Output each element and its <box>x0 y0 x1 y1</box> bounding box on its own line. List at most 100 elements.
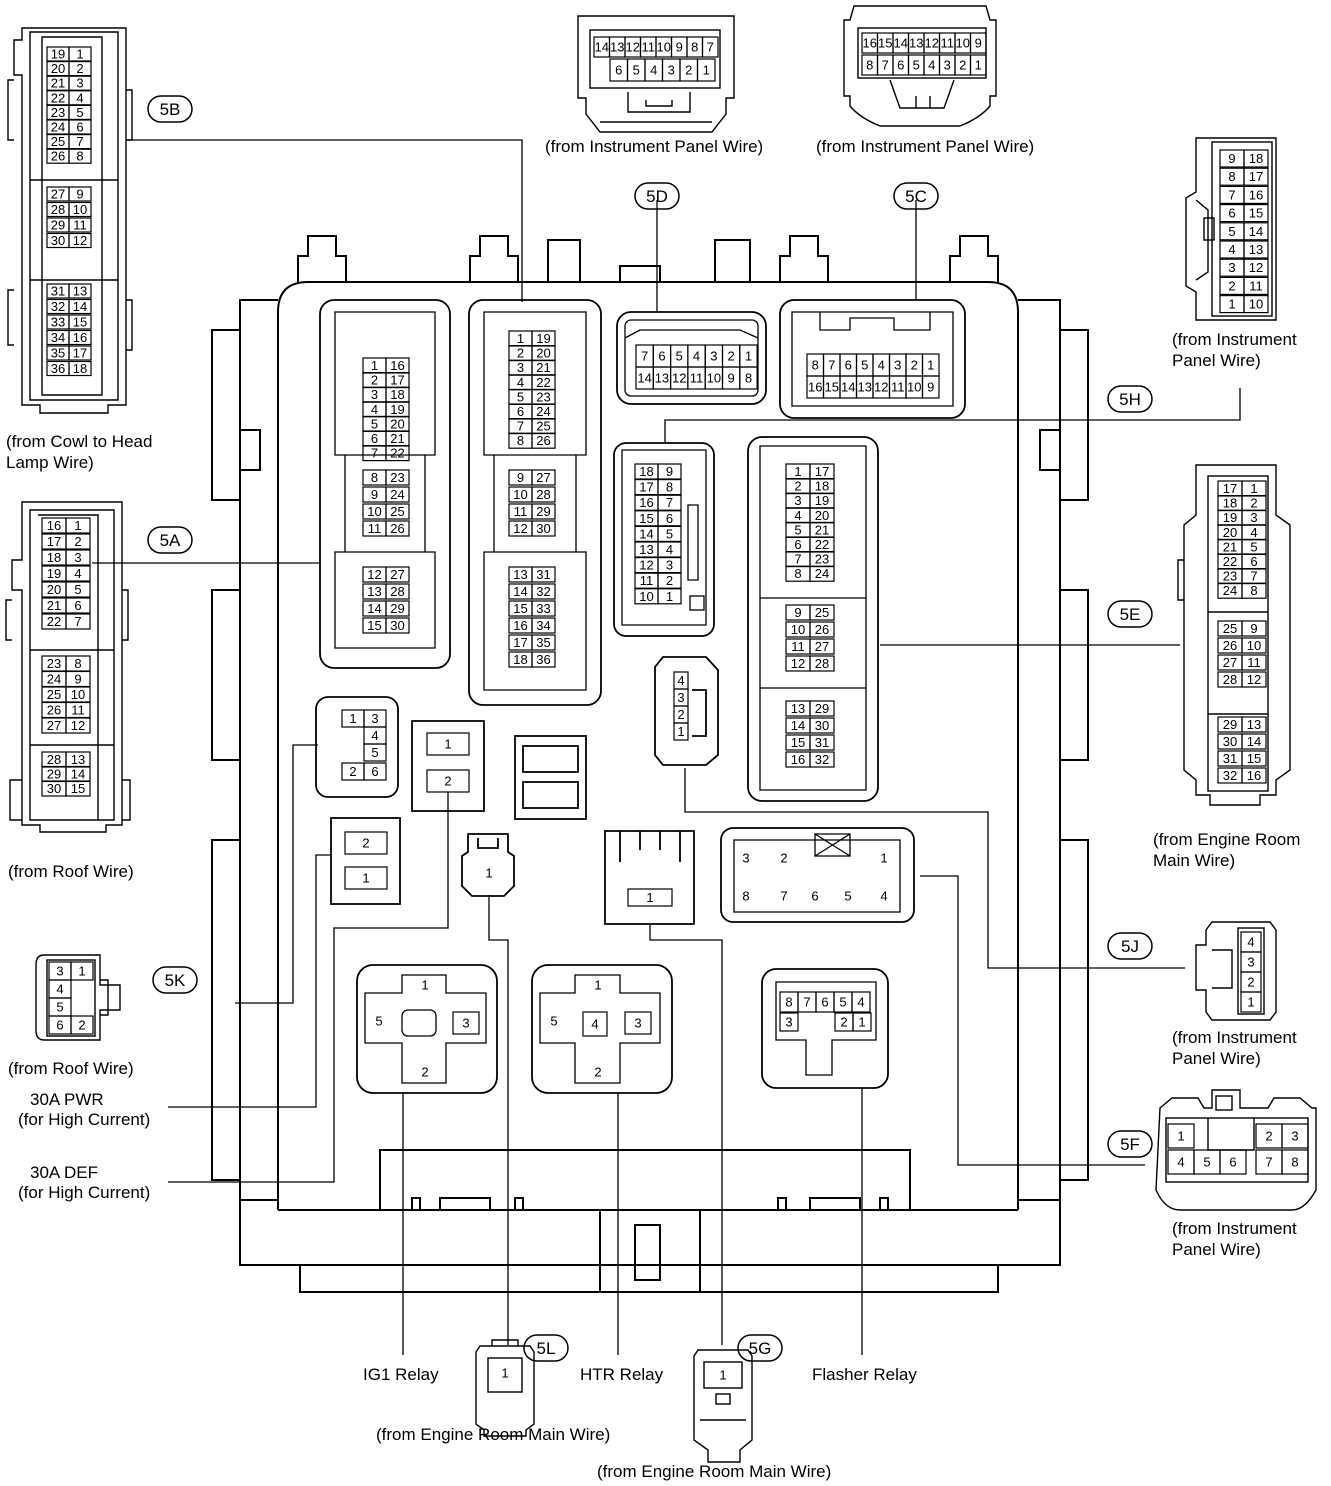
connector-5h-external <box>1185 137 1277 321</box>
connector-5e-external-pin: 14 <box>1241 733 1267 750</box>
connector-5a-external-pin-number: 18 <box>47 550 61 565</box>
connector-5e-external-pin-number: 20 <box>1223 525 1237 540</box>
box-5c-pin-number: 15 <box>825 380 839 395</box>
box-5e-pin: 20 <box>809 507 835 524</box>
connector-5d-external-pin: 11 <box>639 36 657 58</box>
connector-5h-external-pin: 7 <box>1219 185 1245 204</box>
box-5a-pin: 2 <box>362 372 387 389</box>
box-5d-pin-number: 8 <box>745 371 752 386</box>
connector-5h-external-pin: 10 <box>1243 295 1269 314</box>
box-5b-pin-number: 30 <box>536 521 550 536</box>
flasher-relay-pin-number: 4 <box>857 995 864 1010</box>
connector-5b-external-pin-number: 29 <box>51 218 65 233</box>
connector-5a-external-pin: 20 <box>41 581 67 598</box>
box-5h-pin: 16 <box>634 494 659 511</box>
caption-ip-5h-line2: Panel Wire) <box>1172 351 1261 370</box>
connector-5e-external-pin: 7 <box>1241 567 1267 585</box>
box-5j-pin: 4 <box>673 671 689 690</box>
connector-5b-external-pin-number: 16 <box>73 330 87 345</box>
connector-5e-external-pin: 21 <box>1217 538 1243 556</box>
box-5b-pin: 34 <box>531 617 556 634</box>
box-5b-pin: 23 <box>531 388 556 405</box>
box-5a-pin-number: 5 <box>371 416 378 431</box>
box-5g-housing <box>604 830 695 925</box>
connector-5d-external-pin: 13 <box>608 36 626 58</box>
box-5b-pin: 30 <box>531 520 556 537</box>
htr-relay-pin-number: 3 <box>634 1016 641 1031</box>
box-30a-def-pin-number: 2 <box>444 774 451 789</box>
box-5b-pin-number: 23 <box>536 389 550 404</box>
box-5d-pin-number: 4 <box>693 349 700 364</box>
box-30a-def-pin: 1 <box>426 732 470 756</box>
box-5f-pin-number: 7 <box>780 889 787 904</box>
box-5b-pin-number: 26 <box>536 433 550 448</box>
connector-5d-external-pin: 14 <box>593 36 611 58</box>
connector-5a-external-pin: 27 <box>41 717 67 734</box>
connector-5d-external-pin: 4 <box>644 58 664 82</box>
box-5c-pin-number: 12 <box>874 380 888 395</box>
box-5b-pin: 2 <box>508 345 533 362</box>
box-5h-pin-number: 18 <box>639 464 653 479</box>
connector-5c-external-pin: 1 <box>969 54 987 76</box>
connector-5e-external-pin: 8 <box>1241 582 1267 599</box>
connector-5h-external-pin-number: 11 <box>1249 278 1263 293</box>
flasher-relay-pin: 6 <box>815 991 835 1013</box>
box-5h-pin-number: 12 <box>639 558 653 573</box>
htr-relay-pin-number: 2 <box>594 1065 601 1080</box>
box-5k-pin-number: 4 <box>371 728 378 743</box>
box-5d-pin-number: 13 <box>655 371 669 386</box>
connector-5a-external-pin-number: 10 <box>71 687 85 702</box>
box-5c-pin: 7 <box>822 353 841 377</box>
box-5h-pin: 6 <box>657 510 682 527</box>
box-5b-pin: 35 <box>531 634 556 651</box>
connector-5b-external-pin: 5 <box>68 104 92 121</box>
box-5a-pin-number: 9 <box>371 487 378 502</box>
box-5a-pin: 14 <box>362 600 387 617</box>
tag-5j <box>1107 932 1153 960</box>
connector-5b-external-pin: 1 <box>68 46 92 62</box>
box-5a-pin: 26 <box>385 520 410 537</box>
connector-5b-external-pin: 26 <box>46 148 70 164</box>
connector-5k-external-pin-number: 1 <box>78 964 85 979</box>
box-5a-pin-number: 15 <box>367 618 381 633</box>
box-5h-pin-number: 14 <box>639 526 653 541</box>
connector-5a-external-pin: 15 <box>65 780 91 797</box>
box-5e-pin-number: 22 <box>815 537 829 552</box>
box-5e-pin-number: 13 <box>791 701 805 716</box>
connector-5e-external-pin-number: 12 <box>1247 672 1261 687</box>
box-5b-pin-number: 34 <box>536 618 550 633</box>
box-5c-pin-number: 6 <box>845 358 852 373</box>
box-5a-pin-number: 2 <box>371 373 378 388</box>
connector-5c-external-pin-number: 4 <box>928 58 935 73</box>
box-5k-pin: 3 <box>363 709 387 728</box>
box-5h-pin: 11 <box>634 572 659 589</box>
connector-5b-external-pin-number: 11 <box>73 218 87 233</box>
connector-5h-external-pin: 16 <box>1243 185 1269 204</box>
tag-5j-label: 5J <box>1121 937 1139 956</box>
connector-5a-external-pin-number: 15 <box>71 781 85 796</box>
box-5c-pin: 3 <box>888 353 907 377</box>
connector-5e-external-pin: 10 <box>1241 637 1267 654</box>
box-5d-pin-number: 14 <box>637 371 651 386</box>
box-5c-pin: 14 <box>839 375 858 399</box>
connector-5c-external-pin-number: 8 <box>866 58 873 73</box>
connector-5c-external-pin: 6 <box>892 54 910 76</box>
box-5a-pin: 27 <box>385 566 410 583</box>
box-5g-pin: 1 <box>627 888 673 907</box>
connector-5e-external-pin: 11 <box>1241 654 1267 671</box>
ig1-relay-pin-number: 5 <box>375 1014 382 1029</box>
connector-5e-external-pin: 12 <box>1241 671 1267 688</box>
box-5e-pin-number: 28 <box>815 656 829 671</box>
box-5d-pin: 13 <box>652 366 672 390</box>
box-5a-pin: 30 <box>385 617 410 634</box>
connector-5b-external-pin: 21 <box>46 75 70 91</box>
connector-5b-external-pin-number: 17 <box>73 346 87 361</box>
connector-5c-external-pin: 15 <box>876 32 894 54</box>
tag-circles <box>147 95 1153 1362</box>
box-5e-pin-number: 14 <box>791 718 805 733</box>
connector-5a-external-pin-number: 1 <box>74 518 81 533</box>
connector-5e-external-pin: 30 <box>1217 733 1243 750</box>
box-5d-pin-number: 1 <box>745 349 752 364</box>
box-5e-pin-number: 16 <box>791 752 805 767</box>
